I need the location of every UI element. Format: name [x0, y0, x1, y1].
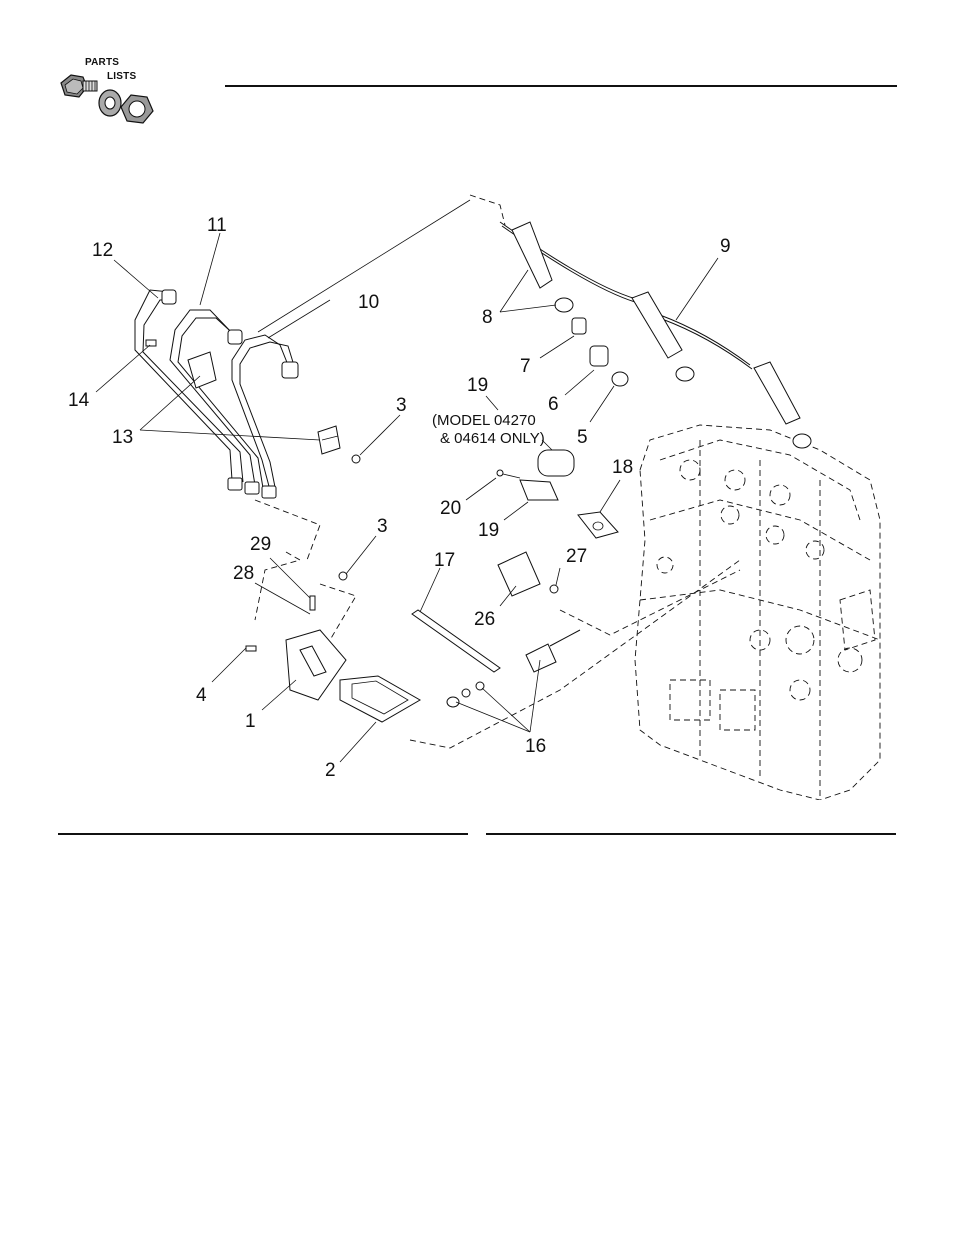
callout-10: 10	[358, 292, 379, 313]
callout-27: 27	[566, 546, 587, 567]
injectors-and-leakoff	[500, 222, 811, 448]
leader-lines	[96, 200, 718, 762]
callout-8: 8	[482, 307, 493, 328]
callout-19a: 19	[467, 375, 488, 396]
callout-16: 16	[525, 736, 546, 757]
callout-20: 20	[440, 498, 461, 519]
callout-3b: 3	[377, 516, 388, 537]
callout-4: 4	[196, 685, 207, 706]
callout-7: 7	[520, 356, 531, 377]
model-note-line2: & 04614 ONLY)	[440, 430, 545, 447]
engine-block	[635, 425, 880, 800]
callout-29: 29	[250, 534, 271, 555]
callout-3a: 3	[396, 395, 407, 416]
parts-lists-logo: PARTS LISTS	[55, 55, 165, 135]
callout-6: 6	[548, 394, 559, 415]
callout-9: 9	[720, 236, 731, 257]
callout-28: 28	[233, 563, 254, 584]
callout-13: 13	[112, 427, 133, 448]
injector-lines	[135, 290, 360, 498]
callout-17: 17	[434, 550, 455, 571]
callout-5: 5	[577, 427, 588, 448]
injection-pump	[246, 572, 420, 722]
callout-2: 2	[325, 760, 336, 781]
callout-14: 14	[68, 390, 90, 411]
model-note-line1: (MODEL 04270	[432, 412, 536, 429]
right-column-rule	[486, 833, 896, 835]
callout-26: 26	[474, 609, 495, 630]
callout-18: 18	[612, 457, 633, 478]
left-column-rule	[58, 833, 468, 835]
middle-parts	[412, 450, 618, 707]
logo-text-lists: LISTS	[107, 71, 136, 82]
logo-text-parts: PARTS	[85, 57, 119, 68]
fuel-injection-exploded-diagram: 1 2 3 3 4 5 6 7 8 9 10 11 12 13 14 16 17…	[0, 180, 954, 800]
callout-12: 12	[92, 240, 113, 261]
header-rule	[225, 85, 897, 87]
callout-19b: 19	[478, 520, 499, 541]
callout-11: 11	[207, 215, 227, 236]
callout-1: 1	[245, 711, 256, 732]
